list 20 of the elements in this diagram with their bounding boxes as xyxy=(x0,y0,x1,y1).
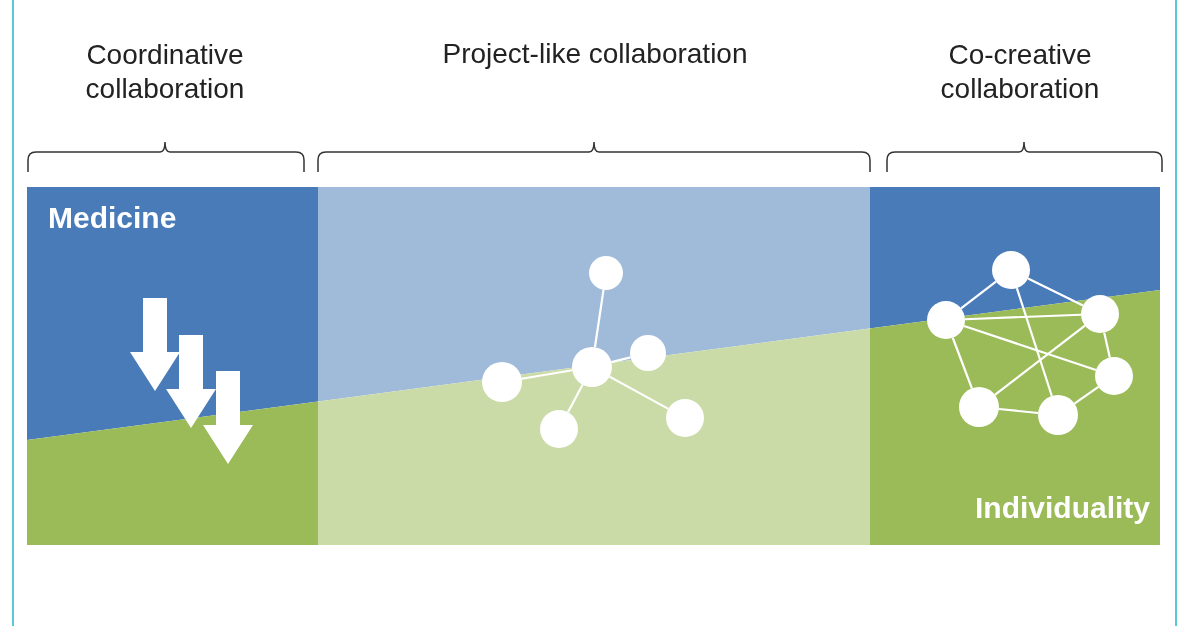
connector-line xyxy=(1015,287,1053,397)
connector-line xyxy=(593,289,605,348)
connector-line xyxy=(1073,385,1100,405)
connector-line xyxy=(960,280,997,310)
connector-line xyxy=(963,324,1097,372)
axis-label: Medicine xyxy=(48,200,178,236)
axis-label: Individuality xyxy=(973,490,1150,526)
connector-line xyxy=(951,337,973,389)
section-heading: Co-creative collaboration xyxy=(939,38,1101,106)
connector-line xyxy=(1027,277,1084,307)
connector-line xyxy=(994,324,1086,396)
section-heading: Coordinative collaboration xyxy=(84,38,246,106)
section-heading: Project-like collaboration xyxy=(441,37,749,71)
connector-line xyxy=(521,369,573,380)
connector-line xyxy=(611,356,631,364)
connector-line xyxy=(609,375,669,410)
connector-line xyxy=(1103,332,1111,358)
connector-line xyxy=(998,407,1039,415)
connector-line xyxy=(964,313,1082,321)
connector-line xyxy=(566,384,584,413)
